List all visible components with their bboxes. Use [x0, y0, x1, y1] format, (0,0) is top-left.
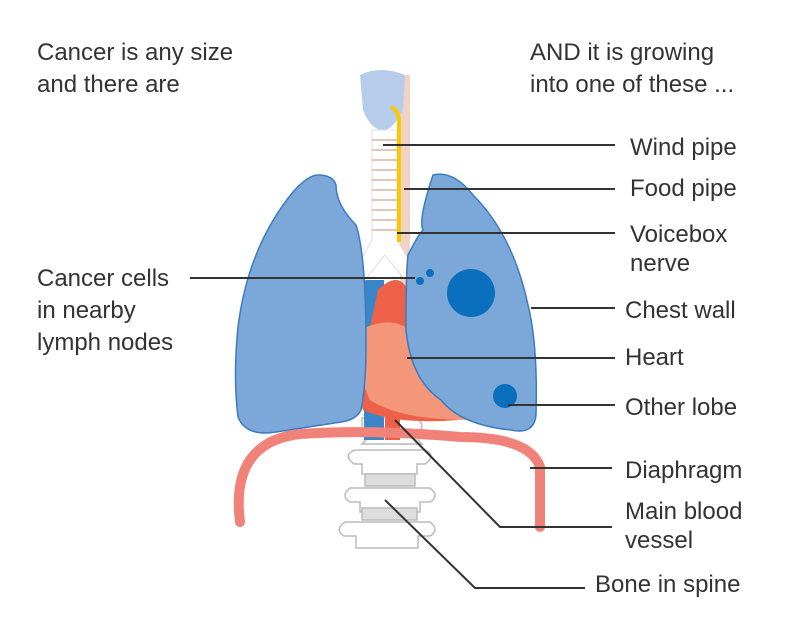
label-voicebox: Voicebox	[630, 221, 727, 248]
label-wind-pipe: Wind pipe	[630, 134, 737, 161]
heading-right-line1: AND it is growing	[530, 39, 714, 66]
label-lymph-line1: Cancer cells	[37, 265, 169, 292]
voicebox	[360, 70, 405, 130]
label-chest-wall: Chest wall	[625, 297, 736, 324]
wind-pipe	[354, 129, 416, 281]
label-nerve: nerve	[630, 250, 690, 277]
leader-main-blood-vessel	[394, 419, 612, 528]
heading-left-line2: and there are	[37, 71, 180, 98]
right-lung	[234, 174, 367, 434]
label-main-blood: Main blood	[625, 498, 742, 525]
label-bone-in-spine: Bone in spine	[595, 571, 740, 598]
voicebox-nerve	[390, 105, 401, 242]
tumour-other-lobe	[493, 384, 517, 408]
label-lymph-line2: in nearby	[37, 297, 136, 324]
label-lymph-line3: lymph nodes	[37, 329, 173, 356]
label-diaphragm: Diaphragm	[625, 457, 742, 484]
diaphragm	[233, 427, 545, 532]
heading-left-line1: Cancer is any size	[37, 39, 233, 66]
heading-right-line2: into one of these ...	[530, 71, 734, 98]
primary-tumour	[447, 269, 495, 317]
leader-bone-in-spine	[384, 499, 585, 589]
lymph-node	[416, 277, 424, 285]
label-heart: Heart	[625, 344, 684, 371]
lymph-node	[426, 269, 434, 277]
label-other-lobe: Other lobe	[625, 394, 737, 421]
label-vessel: vessel	[625, 527, 693, 554]
label-food-pipe: Food pipe	[630, 175, 737, 202]
